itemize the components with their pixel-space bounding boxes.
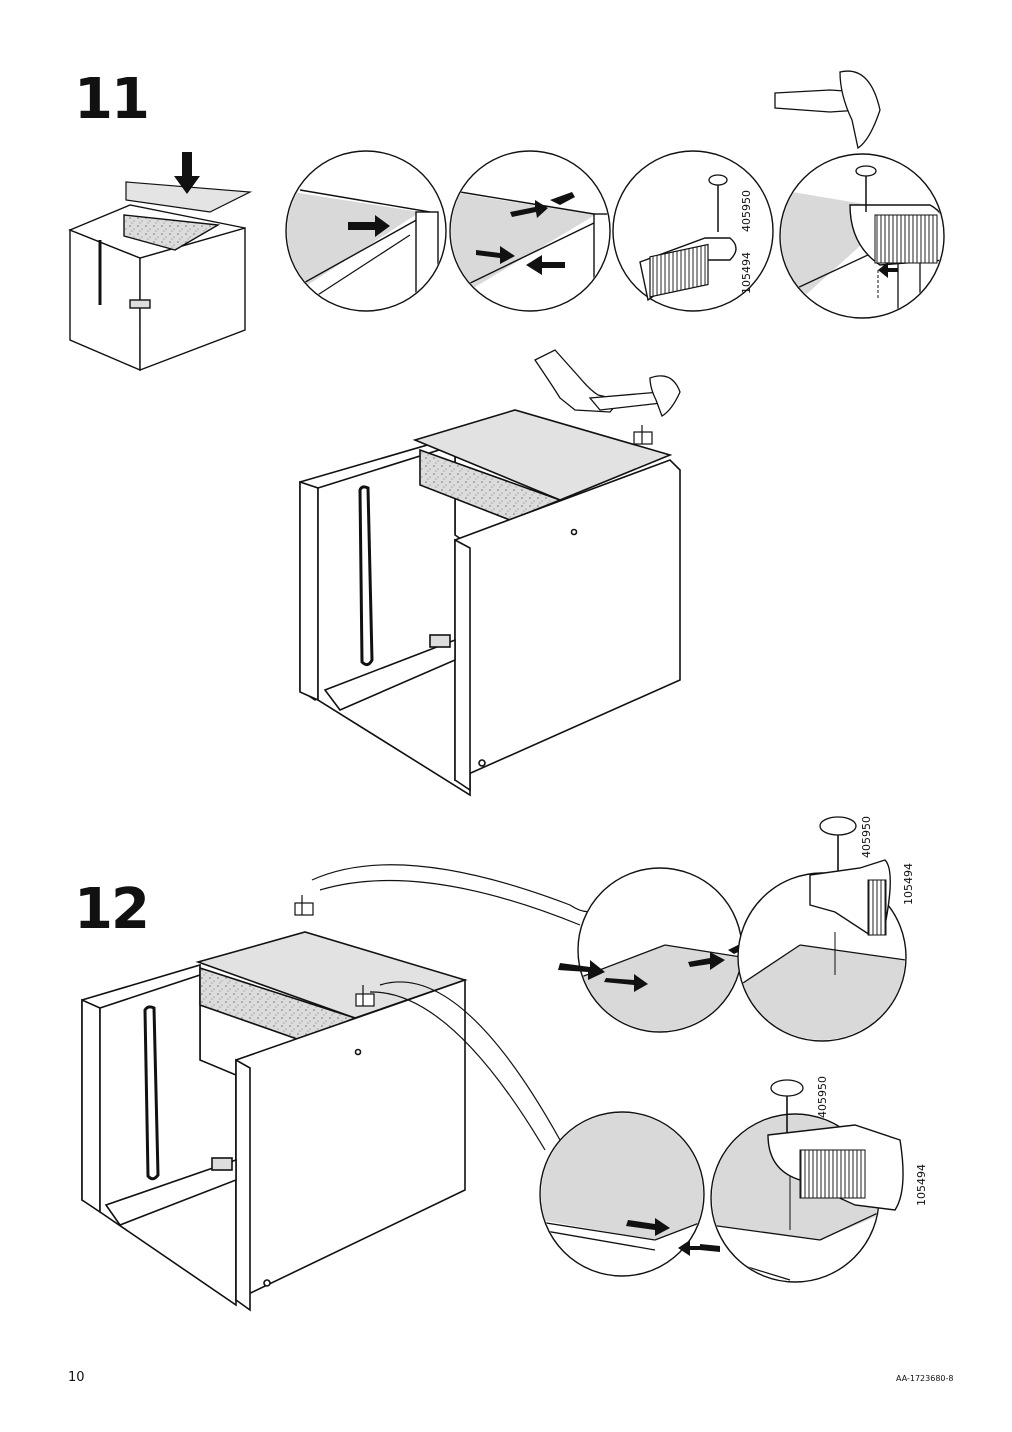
nail-icon	[633, 425, 653, 445]
step11-overview-cabinet	[68, 181, 253, 372]
part-label-nail: 405950	[740, 190, 753, 232]
step11-detail-circle-4	[779, 153, 945, 319]
press-arrow-icon	[348, 215, 390, 237]
step11-detail-circle-1	[285, 150, 447, 312]
hand-icon	[534, 349, 681, 417]
step11-main-cabinet	[299, 409, 681, 797]
press-arrow-icon	[510, 200, 548, 218]
hammer-icon	[774, 70, 881, 150]
part-label-holder: 105494	[915, 1164, 928, 1206]
step12-detail-circle-1	[558, 867, 750, 1033]
step11-detail-circle-3: 405950 105494	[612, 150, 774, 312]
part-label-holder: 105494	[902, 863, 915, 905]
press-arrow-icon	[558, 960, 605, 980]
step12-detail-circle-4: 405950 105494	[710, 1076, 928, 1283]
step12-detail-circle-2: 405950 105494	[737, 816, 915, 1042]
page-number: 10	[68, 1370, 85, 1385]
nail-icon	[708, 174, 728, 232]
part-label-holder: 105494	[740, 252, 753, 294]
step11-detail-circle-2	[449, 150, 611, 312]
nail-icon	[294, 895, 375, 1007]
part-label-nail: 405950	[860, 816, 873, 858]
nail-holder-icon	[639, 237, 737, 302]
arrow-down-icon	[174, 152, 200, 194]
step12-main-cabinet	[81, 931, 468, 1312]
step-number-12: 12	[74, 877, 150, 942]
part-label-nail: 405950	[816, 1076, 829, 1118]
document-code: AA-1723680-8	[896, 1374, 954, 1383]
press-arrow-icon	[626, 1218, 670, 1236]
step12-detail-circle-3	[539, 1111, 720, 1277]
step-number-11: 11	[74, 67, 150, 132]
